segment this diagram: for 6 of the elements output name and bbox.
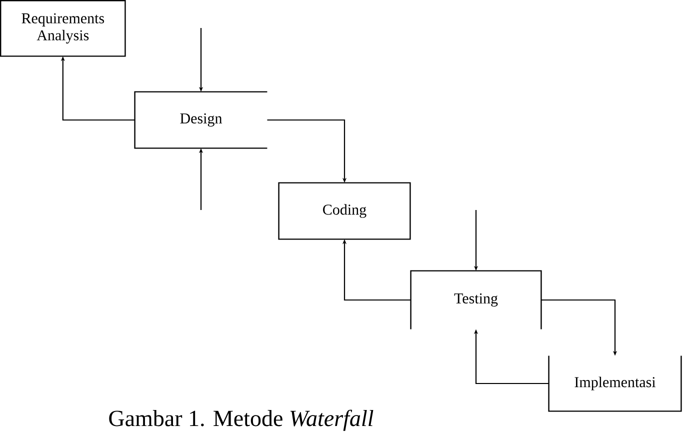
caption: Gambar 1. Metode Waterfall bbox=[109, 410, 374, 431]
process-box: Implementasi bbox=[548, 356, 682, 412]
process-box: Coding bbox=[278, 182, 411, 240]
process-box: Design bbox=[134, 91, 268, 149]
process-box: Requirements Analysis bbox=[0, 0, 126, 57]
process-box: Testing bbox=[410, 270, 542, 330]
